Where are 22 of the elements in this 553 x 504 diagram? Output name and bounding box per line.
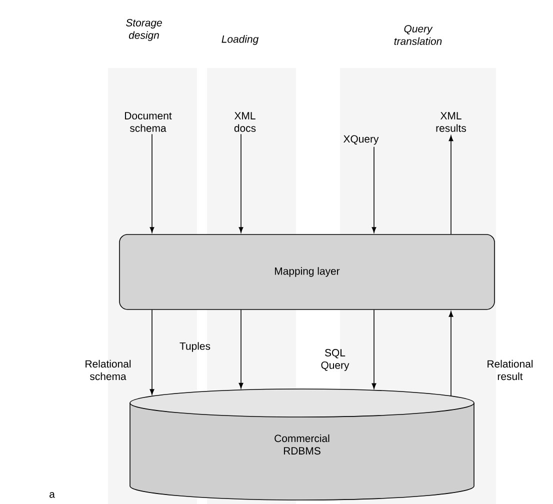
input-label: XQuery — [344, 135, 379, 145]
edge-label: SQL Query — [321, 349, 350, 371]
edge-label: Relational schema — [86, 360, 131, 380]
arrow — [448, 135, 454, 234]
edge-label: Relational result — [488, 360, 533, 380]
process-box: Mapping layer — [119, 234, 495, 310]
phase-heading: Storage design — [126, 19, 162, 41]
phase-heading: Query translation — [394, 25, 442, 45]
database-cylinder: Commercial RDBMS — [130, 388, 474, 500]
panel-letter: a — [50, 492, 55, 498]
input-label: XML results — [436, 112, 466, 132]
arrow — [150, 134, 154, 233]
arrow — [150, 310, 154, 395]
arrow — [448, 311, 454, 396]
arrow — [238, 310, 244, 389]
input-label: XML docs — [234, 112, 256, 132]
arrow — [372, 146, 376, 233]
phase-heading: Loading — [222, 35, 258, 45]
input-label: Document schema — [125, 112, 172, 132]
arrow — [372, 310, 376, 389]
arrow — [238, 134, 244, 233]
edge-label: Tuples — [180, 342, 210, 352]
